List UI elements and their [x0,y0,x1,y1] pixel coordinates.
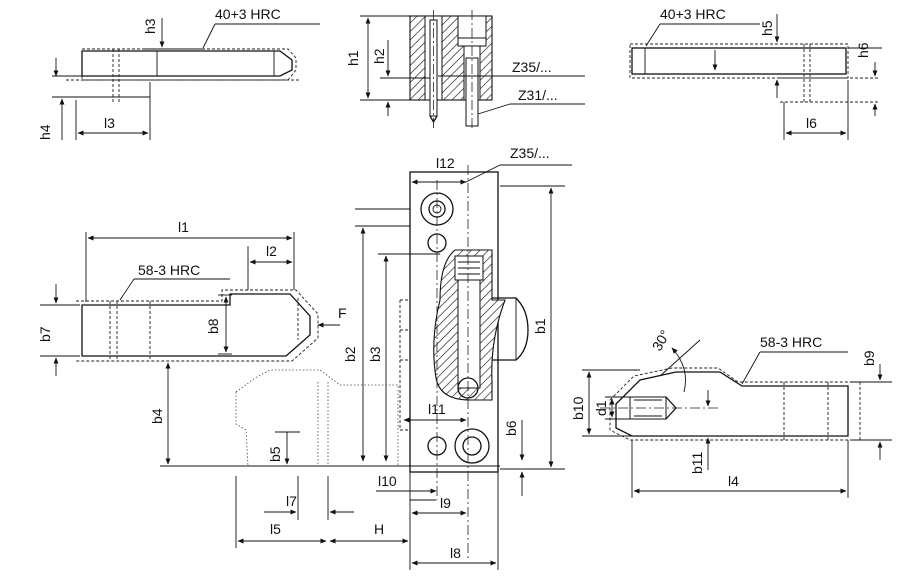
angle-label: 30° [649,327,673,353]
material-label-center: Z35/... [510,145,550,161]
view-right-pin [582,339,892,498]
dim-H: H [374,521,384,537]
dim-h3: h3 [142,18,158,34]
view-center-assembly [160,164,572,570]
dim-l7: l7 [286,493,297,509]
dim-b11: b11 [689,451,705,474]
dim-h2: h2 [371,48,387,64]
dim-l1: l1 [178,219,189,235]
dim-h5: h5 [759,20,775,36]
dim-b3: b3 [367,346,383,362]
dim-b9: b9 [861,350,877,366]
dim-l12: l12 [436,155,455,171]
dim-b2: b2 [342,346,358,362]
dim-h6: h6 [855,42,871,58]
view-middle-left-lever [40,232,340,465]
hrc-label-right: 58-3 HRC [760,334,822,350]
hrc-label-middle-left: 58-3 HRC [138,262,200,278]
view-top-right [629,14,882,140]
view-top-left [52,18,320,140]
dim-l3: l3 [104,115,115,131]
dim-d1: d1 [593,400,609,416]
force-label: F [338,305,347,321]
dim-l10: l10 [378,473,397,489]
dim-l6: l6 [806,115,817,131]
dim-b1: b1 [532,318,548,334]
dim-b7: b7 [37,326,53,342]
hrc-label-top-left: 40+3 HRC [215,6,281,22]
dim-l2: l2 [266,243,277,259]
view-top-section [360,10,585,130]
material-label-b: Z31/... [518,87,558,103]
dim-h1: h1 [345,50,361,66]
dim-b8: b8 [205,318,221,334]
dim-b6: b6 [503,420,519,436]
dim-b5: b5 [267,446,283,462]
hrc-label-top-right: 40+3 HRC [660,6,726,22]
dim-l11: l11 [428,401,446,417]
dim-l8: l8 [450,545,461,561]
dim-l5: l5 [270,521,281,537]
dim-l9: l9 [440,495,451,511]
dim-b4: b4 [149,408,165,424]
dim-l4: l4 [728,473,739,489]
view-jaw-outline [235,369,409,548]
dim-h4: h4 [37,124,53,140]
dim-b10: b10 [570,396,586,420]
material-label-a: Z35/... [512,59,552,75]
labels: 40+3 HRC 40+3 HRC 58-3 HRC 58-3 HRC Z35/… [37,6,877,561]
